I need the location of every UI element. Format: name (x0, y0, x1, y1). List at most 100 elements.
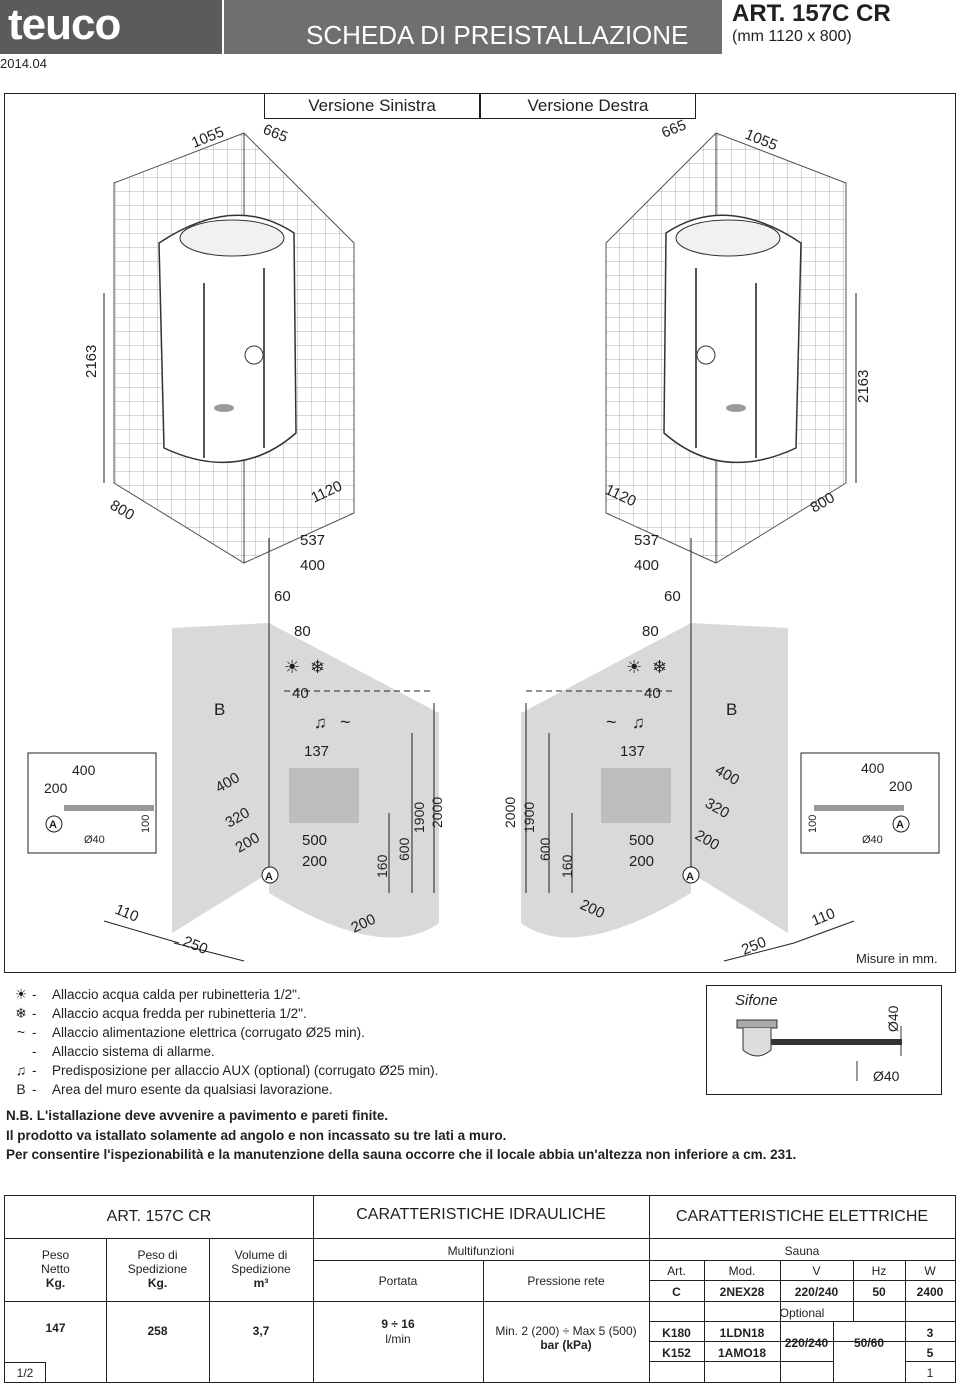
dim-h1900-left: 1900 (411, 802, 427, 833)
installation-drawing: 1055 665 665 1055 2163 2163 800 1120 112… (27, 117, 940, 966)
optional-label: Optional (779, 1306, 825, 1320)
inset-left-diam: Ø40 (84, 834, 105, 846)
table-idr-title: CARATTERISTICHE IDRAULICHE (356, 1206, 606, 1223)
tilde-icon: ~ (606, 712, 617, 732)
legend-item: ♫-Predisposizione per allaccio AUX (opti… (10, 1061, 439, 1080)
dim-floor-110-left: 110 (113, 901, 142, 926)
sifone-drawing (736, 1019, 902, 1081)
opt-w-1: 3 (926, 1326, 934, 1340)
sifone-box: Sifone Ø40 Ø40 (706, 985, 942, 1095)
opt-mod-2: 1AMO18 (717, 1346, 767, 1360)
opt-w-2: 5 (926, 1346, 934, 1360)
page-number-right: 1 (926, 1366, 934, 1380)
note-line: Il prodotto va istallato solamente ad an… (6, 1127, 507, 1143)
dim-height-right: 2163 (855, 370, 872, 403)
article-code: ART. 157C CR (732, 0, 891, 27)
inset-left-a: A (49, 819, 57, 831)
version-right-label: Versione Destra (480, 93, 696, 119)
left-shower-view (113, 132, 355, 564)
legend-item: B-Area del muro esente da qualsiasi lavo… (10, 1080, 438, 1099)
sun-icon: ☀ (14, 986, 28, 1002)
sauna-col-v: V (812, 1264, 821, 1278)
legend-item: ❄-Allaccio acqua fredda per rubinetteria… (10, 1004, 438, 1023)
multifunzioni-label: Multifunzioni (447, 1244, 515, 1258)
dim-400-right: 400 (634, 557, 659, 574)
tilde-icon: ~ (16, 1024, 26, 1040)
dim-height-left: 2163 (83, 345, 100, 378)
dim-40-right: 40 (644, 685, 661, 702)
dim-top-left-2: 665 (261, 121, 291, 146)
value-portata: 9 ÷ 16 (381, 1317, 415, 1331)
inset-right-diam: Ø40 (862, 834, 883, 846)
dim-wall-500-right: 500 (629, 832, 654, 849)
inset-right-200: 200 (889, 778, 913, 794)
value-pressione: Min. 2 (200) ÷ Max 5 (500) (495, 1324, 637, 1338)
value-volume: 3,7 (252, 1324, 270, 1338)
inset-left-200: 200 (44, 780, 68, 796)
tilde-icon: ~ (340, 712, 351, 732)
opt-v: 220/240 (784, 1336, 829, 1350)
dim-wall-500-left: 500 (302, 832, 327, 849)
opt-mod-1: 1LDN18 (719, 1326, 765, 1340)
dim-537-left: 537 (300, 532, 325, 549)
dim-wall-200b-right: 200 (629, 853, 654, 870)
dim-h2000-right: 2000 (502, 797, 518, 828)
sauna-label: Sauna (784, 1244, 820, 1258)
sauna-w: 2400 (916, 1285, 944, 1299)
snowflake-icon: ❄ (652, 657, 667, 677)
sauna-hz: 50 (872, 1285, 886, 1299)
dim-80-right: 80 (642, 623, 659, 640)
dim-h600-left: 600 (396, 837, 412, 861)
dim-40-left: 40 (292, 685, 309, 702)
value-peso-sped: 258 (147, 1324, 168, 1338)
dim-137-left: 137 (304, 743, 329, 760)
table-ele-title: CARATTERISTICHE ELETTRICHE (675, 1208, 929, 1225)
inset-left-400: 400 (72, 762, 96, 778)
page-title: SCHEDA DI PREISTALLAZIONE (224, 0, 722, 54)
dim-h160-right: 160 (559, 854, 575, 878)
sauna-col-mod: Mod. (728, 1264, 756, 1278)
note-line: N.B. L'istallazione deve avvenire a pavi… (6, 1108, 389, 1123)
dim-top-right-1: 665 (659, 117, 689, 142)
dim-wall-200b-left: 200 (302, 853, 327, 870)
legend-item: ☀-Allaccio acqua calda per rubinetteria … (10, 985, 438, 1004)
legend: ☀-Allaccio acqua calda per rubinetteria … (10, 985, 439, 1099)
document-date: 2014.04 (0, 56, 47, 71)
brand-logo: teuco (0, 0, 222, 54)
dim-60-left: 60 (274, 588, 291, 605)
sauna-col-hz: Hz (871, 1264, 887, 1278)
inset-right-400: 400 (861, 760, 885, 776)
value-portata-unit: l/min (385, 1332, 411, 1346)
dim-floor-110-right: 110 (809, 905, 838, 930)
dim-h160-left: 160 (374, 854, 390, 878)
units-note: Misure in mm. (856, 951, 938, 966)
right-shower-view (605, 132, 847, 564)
dim-floor-250-right: 250 (739, 934, 769, 959)
dim-400-left: 400 (300, 557, 325, 574)
opt-hz: 50/60 (853, 1336, 885, 1350)
sifone-diam-1-text: Ø40 (885, 1005, 901, 1032)
spec-table: ART. 157C CR CARATTERISTICHE IDRAULICHE … (4, 1195, 956, 1383)
sifone-label: Sifone (735, 992, 778, 1009)
music-note-icon: ♫ (15, 1062, 27, 1078)
dim-h2000-left: 2000 (429, 797, 445, 828)
dim-80-left: 80 (294, 623, 311, 640)
table-art: ART. 157C CR (106, 1208, 212, 1225)
area-b-right: B (726, 700, 737, 719)
snowflake-icon: ❄ (310, 657, 325, 677)
page-number-left: 1/2 (16, 1366, 34, 1380)
sun-icon: ☀ (626, 657, 642, 677)
legend-item: -Allaccio sistema di allarme. (32, 1044, 215, 1059)
music-note-icon: ♫ (314, 713, 327, 732)
sifone-diam-2: Ø40 (873, 1068, 900, 1084)
sun-icon: ☀ (284, 657, 300, 677)
area-b-left: B (214, 700, 225, 719)
inset-right-100: 100 (807, 815, 819, 833)
dim-h1900-right: 1900 (521, 802, 537, 833)
sauna-mod: 2NEX28 (719, 1285, 765, 1299)
dim-60-right: 60 (664, 588, 681, 605)
point-a-left: A (265, 871, 273, 883)
pressione-label: Pressione rete (527, 1274, 605, 1288)
letter-b-icon: B (16, 1081, 26, 1097)
